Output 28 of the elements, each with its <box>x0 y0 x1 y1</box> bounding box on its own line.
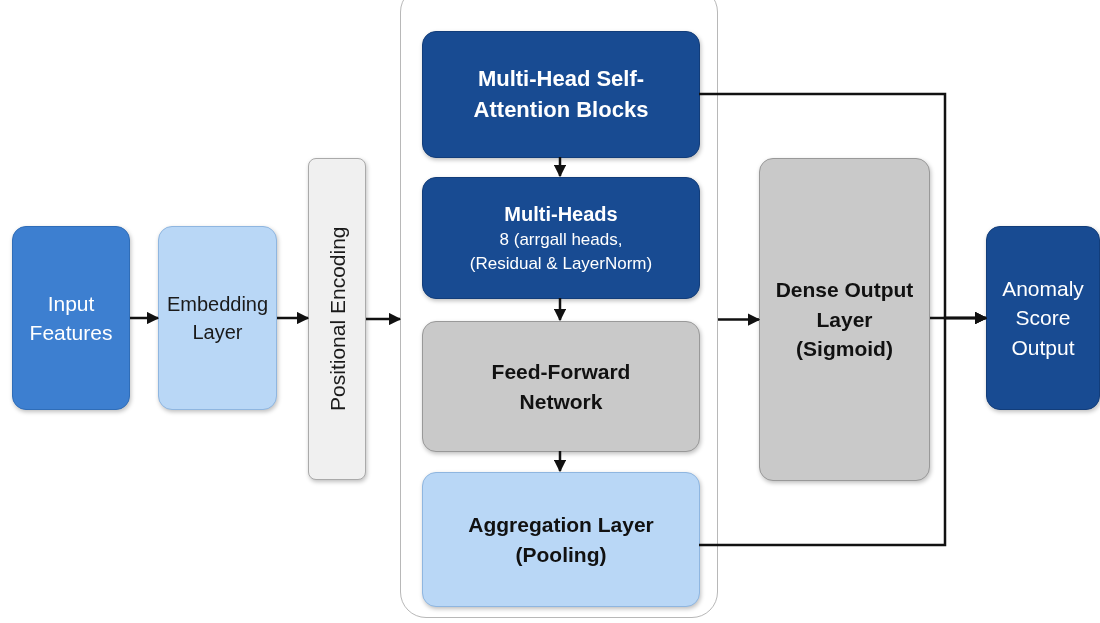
box-label: Input Features <box>28 290 114 346</box>
process-box <box>422 472 700 607</box>
process-box <box>158 226 277 410</box>
arrow <box>718 313 761 326</box>
process-box <box>986 226 1100 410</box>
box-label: Anomaly Score Output <box>1001 275 1085 361</box>
process-box <box>12 226 130 410</box>
process-box <box>422 177 700 299</box>
box-label: Feed-Forward Network <box>490 359 632 415</box>
box-label: Positional Encoding <box>324 226 350 412</box>
arrow <box>366 312 402 326</box>
arrow <box>699 311 988 547</box>
box-label: Dense Output Layer (Sigmoid) <box>774 277 915 363</box>
box-heading: Multi-Heads <box>504 202 618 228</box>
process-box <box>759 158 930 481</box>
arrow <box>553 298 567 322</box>
box-label: Aggregation Layer (Pooling) <box>467 512 655 568</box>
process-box <box>308 158 366 480</box>
arrow <box>130 311 160 325</box>
group-container <box>400 0 718 618</box>
box-label: Multi-Head Self-Attention Blocks <box>472 64 650 124</box>
arrow <box>277 311 310 325</box>
process-box <box>422 321 700 452</box>
box-label: Embedding Layer <box>165 292 270 345</box>
box-text: 8 (arrgall heads, (Residual & LayerNorm) <box>468 229 654 275</box>
process-box <box>422 31 700 158</box>
arrow <box>553 157 567 178</box>
arrow <box>553 451 567 473</box>
